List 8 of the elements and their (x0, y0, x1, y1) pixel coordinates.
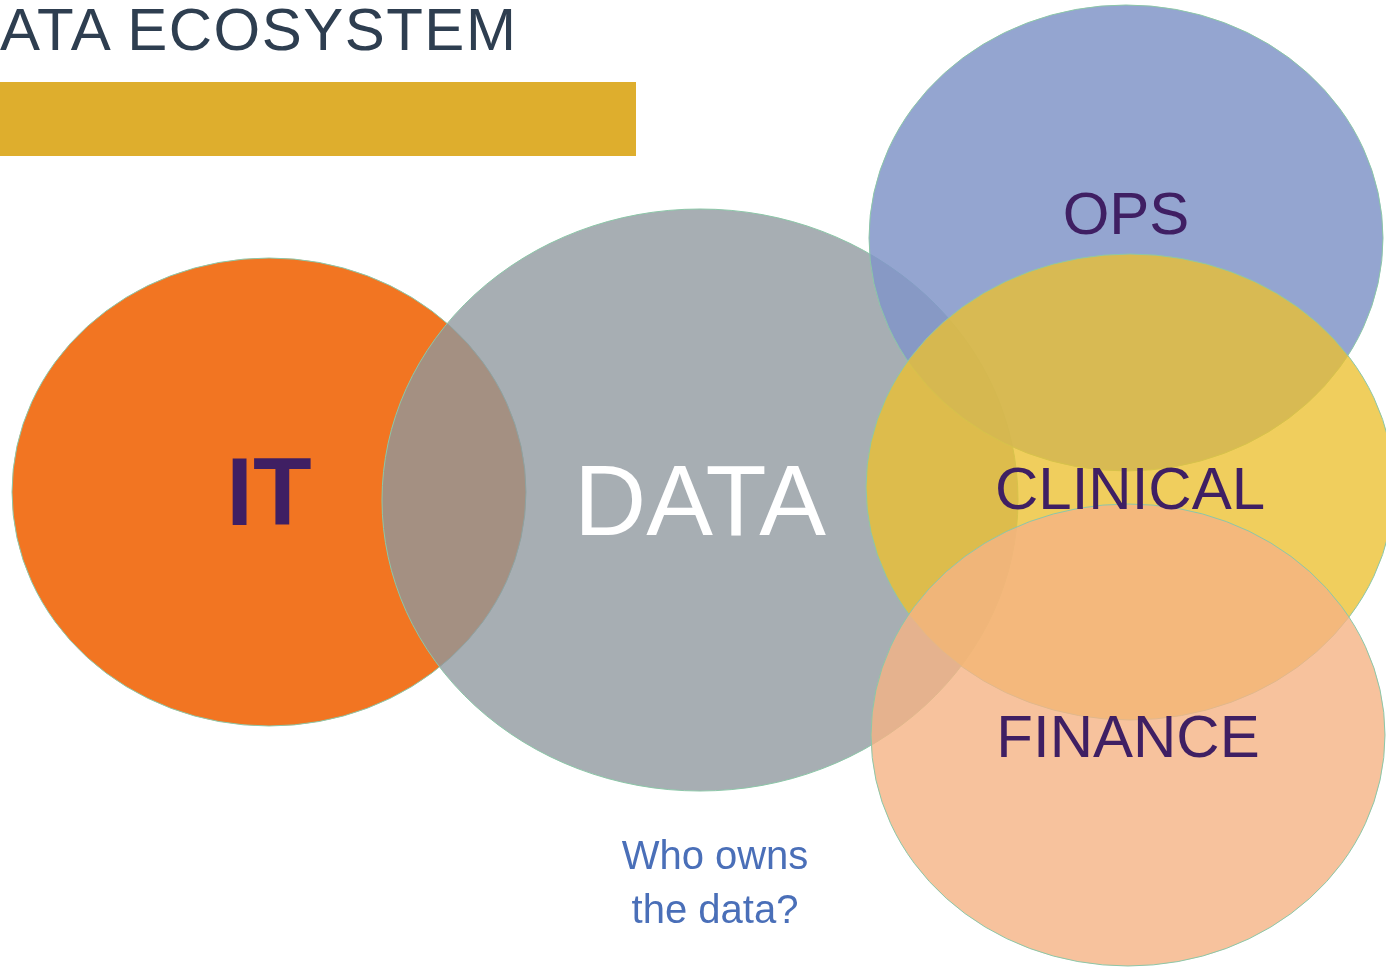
circle-label: OPS (1062, 184, 1190, 244)
circle-label: IT (226, 444, 312, 540)
title-underline-bar (0, 82, 636, 156)
circle-label: DATA (574, 450, 826, 550)
circle-label: FINANCE (996, 707, 1260, 767)
circle-label: CLINICAL (994, 459, 1266, 519)
question-text: Who owns the data? (620, 832, 810, 933)
title: ATA ECOSYSTEM (0, 0, 518, 60)
